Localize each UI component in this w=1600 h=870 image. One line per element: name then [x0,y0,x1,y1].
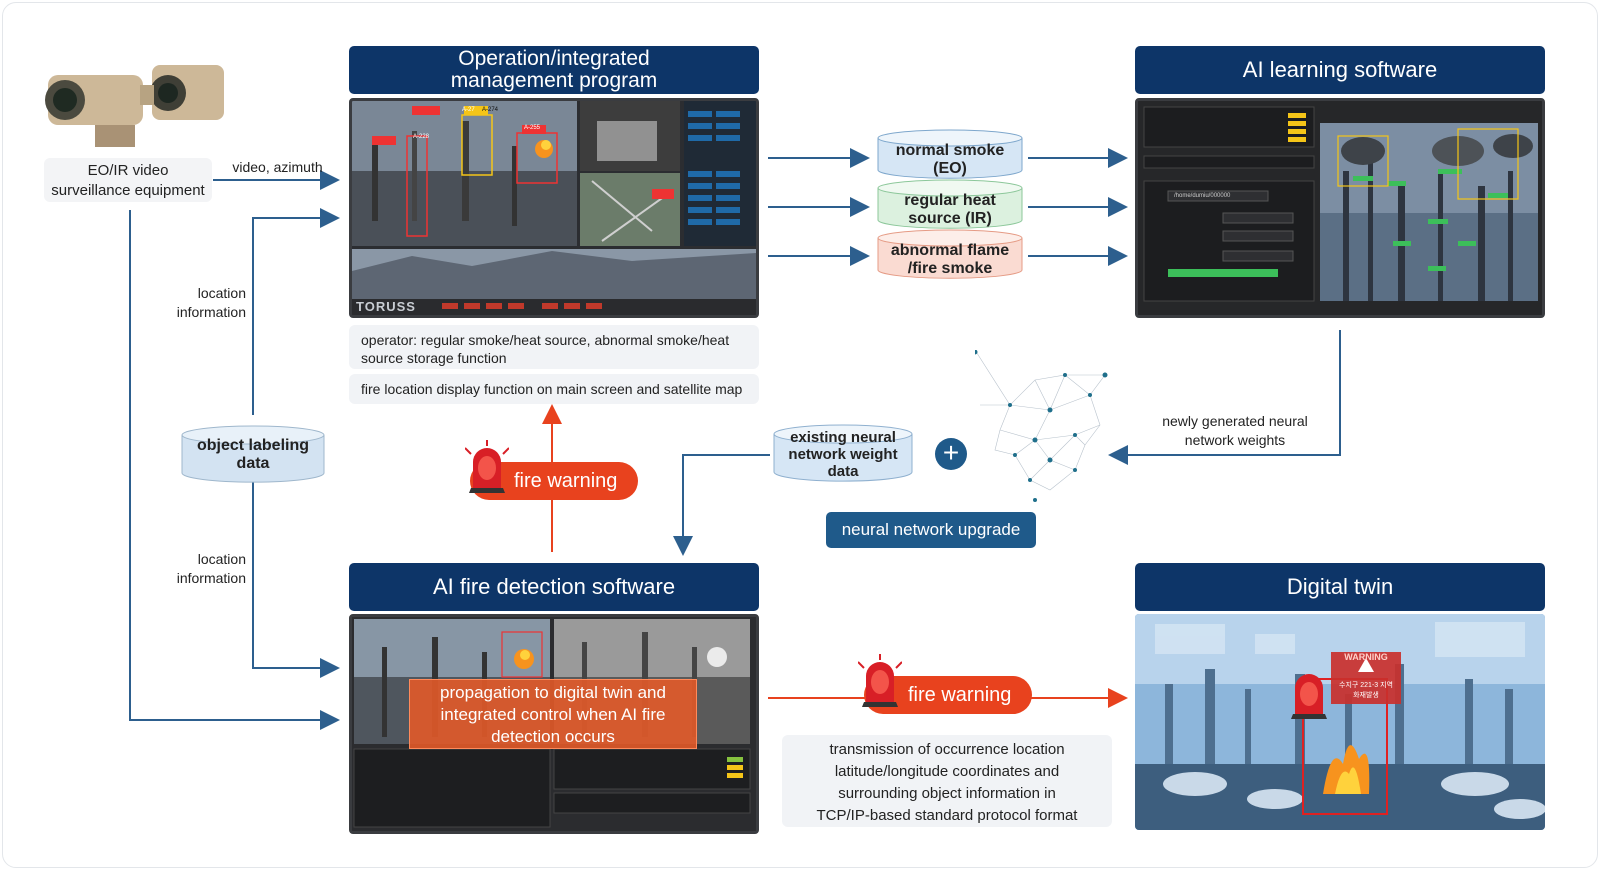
eo-ir-camera-icon [45,65,224,147]
existing-weights-label: existing neural network weight data [772,429,914,480]
toruss-brand: TORUSS [356,299,416,314]
normal-smoke-label: normal smoke (EO) [876,142,1024,178]
arrow-location-bottom [252,478,340,678]
tag-a228: A-228 [413,134,430,140]
operation-screen-art [352,101,756,315]
camera-label: EO/IR video surveillance equipment [44,158,212,202]
transmission-line1: transmission of occurrence location [829,741,1065,758]
new-weights-label: newly generated neural network weights [1140,412,1330,450]
camera-label-line1: EO/IR video [87,162,169,179]
normal-smoke-line2: (EO) [933,160,967,177]
learning-path-field: /home/dumiu/000000 [1174,193,1231,199]
tag-a27: A-27 [462,107,475,113]
regular-heat-line1: regular heat [904,192,996,209]
category-cylinders-icon [877,129,1023,279]
neural-network-upgrade-label: neural network upgrade [826,512,1036,548]
siren-icon [465,440,509,493]
propagation-line3: detection occurs [491,727,615,746]
siren-icon [858,654,902,707]
location-info-bottom-line1: location [197,551,246,567]
transmission-line3: surrounding object information in [838,785,1056,802]
existing-weights-line1: existing neural [790,429,896,446]
object-labeling-line2: data [236,455,270,472]
learning-screen-art [1138,101,1542,315]
abnormal-flame-label: abnormal flame /fire smoke [876,242,1024,278]
plus-icon: + [935,438,967,470]
location-info-top: location information [160,284,246,322]
tag-a274: A-274 [482,107,499,113]
ai-learning-header: AI learning software [1135,46,1545,94]
operation-title-line1: Operation/integrated [458,47,650,70]
operation-program-screenshot: TORUSS A-27 A-274 A-228 A-255 [349,98,759,318]
tag-a255: A-255 [524,125,541,131]
camera-label-line2: surveillance equipment [51,182,205,199]
transmission-line4: TCP/IP-based standard protocol format [816,807,1078,824]
weights-cylinder-icon [773,424,913,482]
abnormal-flame-line1: abnormal flame [890,242,1010,259]
propagation-line2: integrated control when AI fire [440,705,666,724]
twin-screen-art [1135,614,1545,830]
twin-warning-line1: 수지구 221-3 지역 [1339,682,1393,689]
existing-weights-line2: network weight [788,446,898,463]
operation-title-line2: management program [450,69,658,92]
transmission-line2: latitude/longitude coordinates and [834,763,1060,780]
operation-program-header: Operation/integrated management program [349,46,759,94]
operator-note: operator: regular smoke/heat source, abn… [349,325,759,369]
existing-weights-line3: data [827,463,859,480]
propagation-line1: propagation to digital twin and [440,683,666,702]
normal-smoke-line1: normal smoke [895,142,1005,159]
location-info-top-line2: information [176,304,246,320]
new-weights-line1: newly generated neural [1162,413,1308,429]
object-labeling-line1: object labeling [196,437,309,454]
propagation-overlay: propagation to digital twin and integrat… [409,679,697,749]
transmission-note: transmission of occurrence location lati… [782,735,1112,827]
arrow-location-top [252,208,340,415]
arrow-weights-detection [673,454,770,556]
arrow-camera-detection [129,210,340,730]
object-labeling-label: object labeling data [180,437,326,473]
video-azimuth-label: video, azimuth [232,159,323,175]
ai-fire-detection-screenshot: propagation to digital twin and integrat… [349,614,759,834]
digital-twin-header: Digital twin [1135,563,1545,611]
regular-heat-label: regular heat source (IR) [876,192,1024,228]
fire-location-note: fire location display function on main s… [349,374,759,404]
ai-learning-screenshot: /home/dumiu/000000 [1135,98,1545,318]
new-weights-line2: network weights [1184,432,1286,448]
ai-fire-detection-header: AI fire detection software [349,563,759,611]
abnormal-flame-line2: /fire smoke [907,260,993,277]
arrow-new-weights [1108,330,1341,465]
location-info-bottom: location information [160,550,246,588]
location-info-bottom-line2: information [176,570,246,586]
digital-twin-screenshot: WARNING 수지구 221-3 지역 화재발생 [1135,614,1545,830]
twin-warning-line2: 화재발생 [1353,692,1379,699]
regular-heat-line2: source (IR) [908,210,992,227]
location-info-top-line1: location [197,285,246,301]
neural-head-icon [975,350,1108,502]
twin-warning-title: WARNING [1344,652,1388,662]
object-labeling-cylinder-icon [181,425,325,483]
